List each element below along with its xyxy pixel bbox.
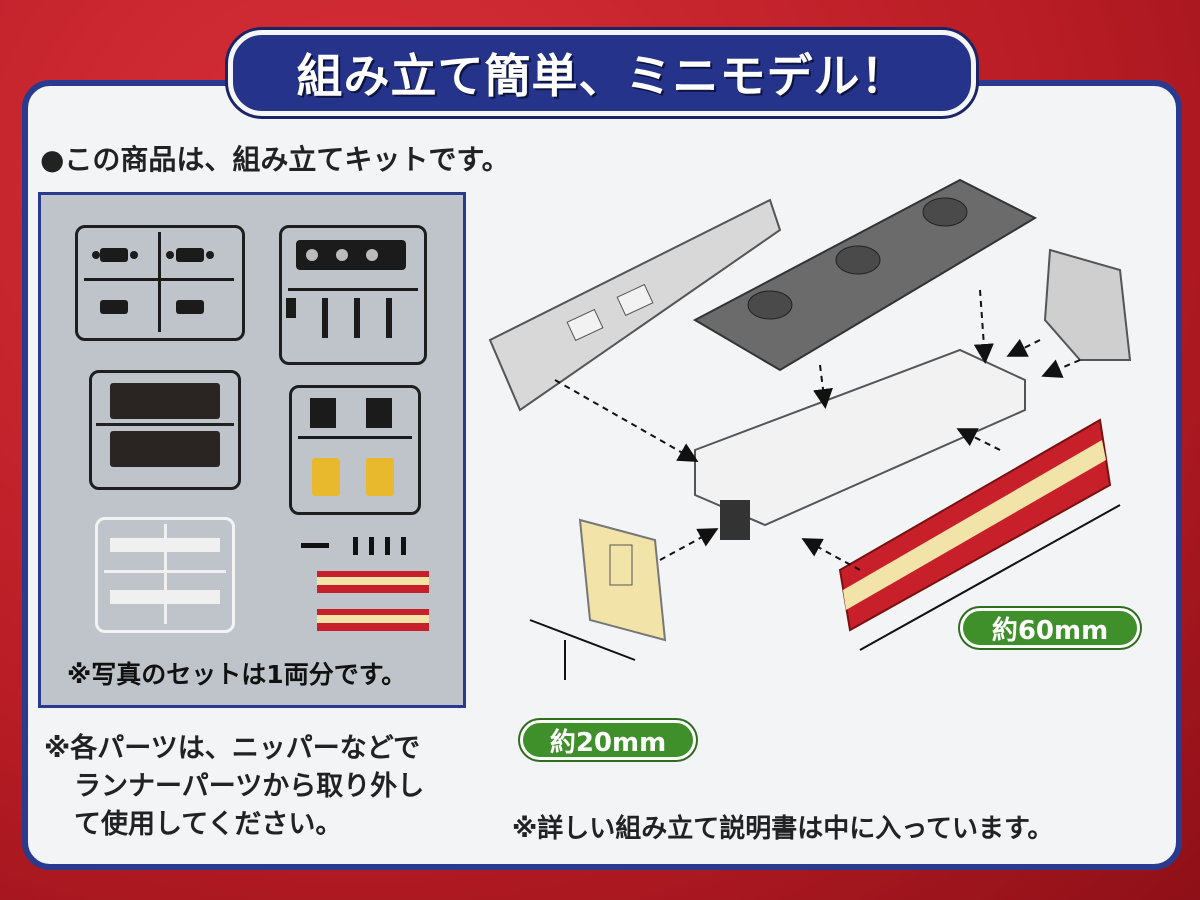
kit-notice: ●この商品は、組み立てキットです。 — [40, 138, 510, 178]
runner-white — [95, 517, 235, 633]
runner-trucks — [75, 225, 245, 341]
parts-instructions: ※各パーツは、ニッパーなどで ランナーパーツから取り外し て使用してください。 — [44, 730, 424, 844]
end-cap-part — [1043, 248, 1132, 361]
width-label: 約20mm — [549, 727, 667, 758]
length-label: 約60mm — [991, 615, 1109, 646]
chassis-parts-icon — [286, 240, 418, 338]
end-parts-icon — [298, 398, 412, 496]
width-badge: 約20mm — [520, 720, 696, 760]
chassis-part — [694, 348, 1026, 527]
kit-photo: ※写真のセットは1両分です。 — [38, 192, 466, 708]
runner-ends — [289, 385, 421, 515]
parts-note-line1: ※各パーツは、ニッパーなどで — [44, 733, 421, 764]
front-face-part — [578, 518, 667, 642]
assembly-diagram — [488, 178, 1132, 680]
banner-title: 組み立て簡単、ミニモデル！ — [296, 49, 908, 103]
white-parts-icon — [104, 524, 226, 624]
kit-notice-text: ●この商品は、組み立てキットです。 — [40, 143, 510, 176]
kit-caption: ※写真のセットは1両分です。 — [67, 660, 407, 689]
length-badge: 約60mm — [960, 608, 1140, 648]
coupler-part — [720, 500, 750, 540]
manual-note: ※詳しい組み立て説明書は中に入っています。 — [512, 814, 1054, 844]
runner-floor — [89, 370, 241, 490]
title-banner: 組み立て簡単、ミニモデル！ — [228, 30, 976, 116]
parts-note-line3: て使用してください。 — [74, 809, 343, 840]
body-side-parts-icon — [301, 537, 429, 631]
roof-part — [692, 178, 1038, 372]
truck-parts-icon — [84, 232, 234, 332]
runner-chassis — [279, 225, 427, 365]
floor-parts-icon — [96, 383, 234, 467]
parts-note-line2: ランナーパーツから取り外し — [74, 771, 425, 802]
